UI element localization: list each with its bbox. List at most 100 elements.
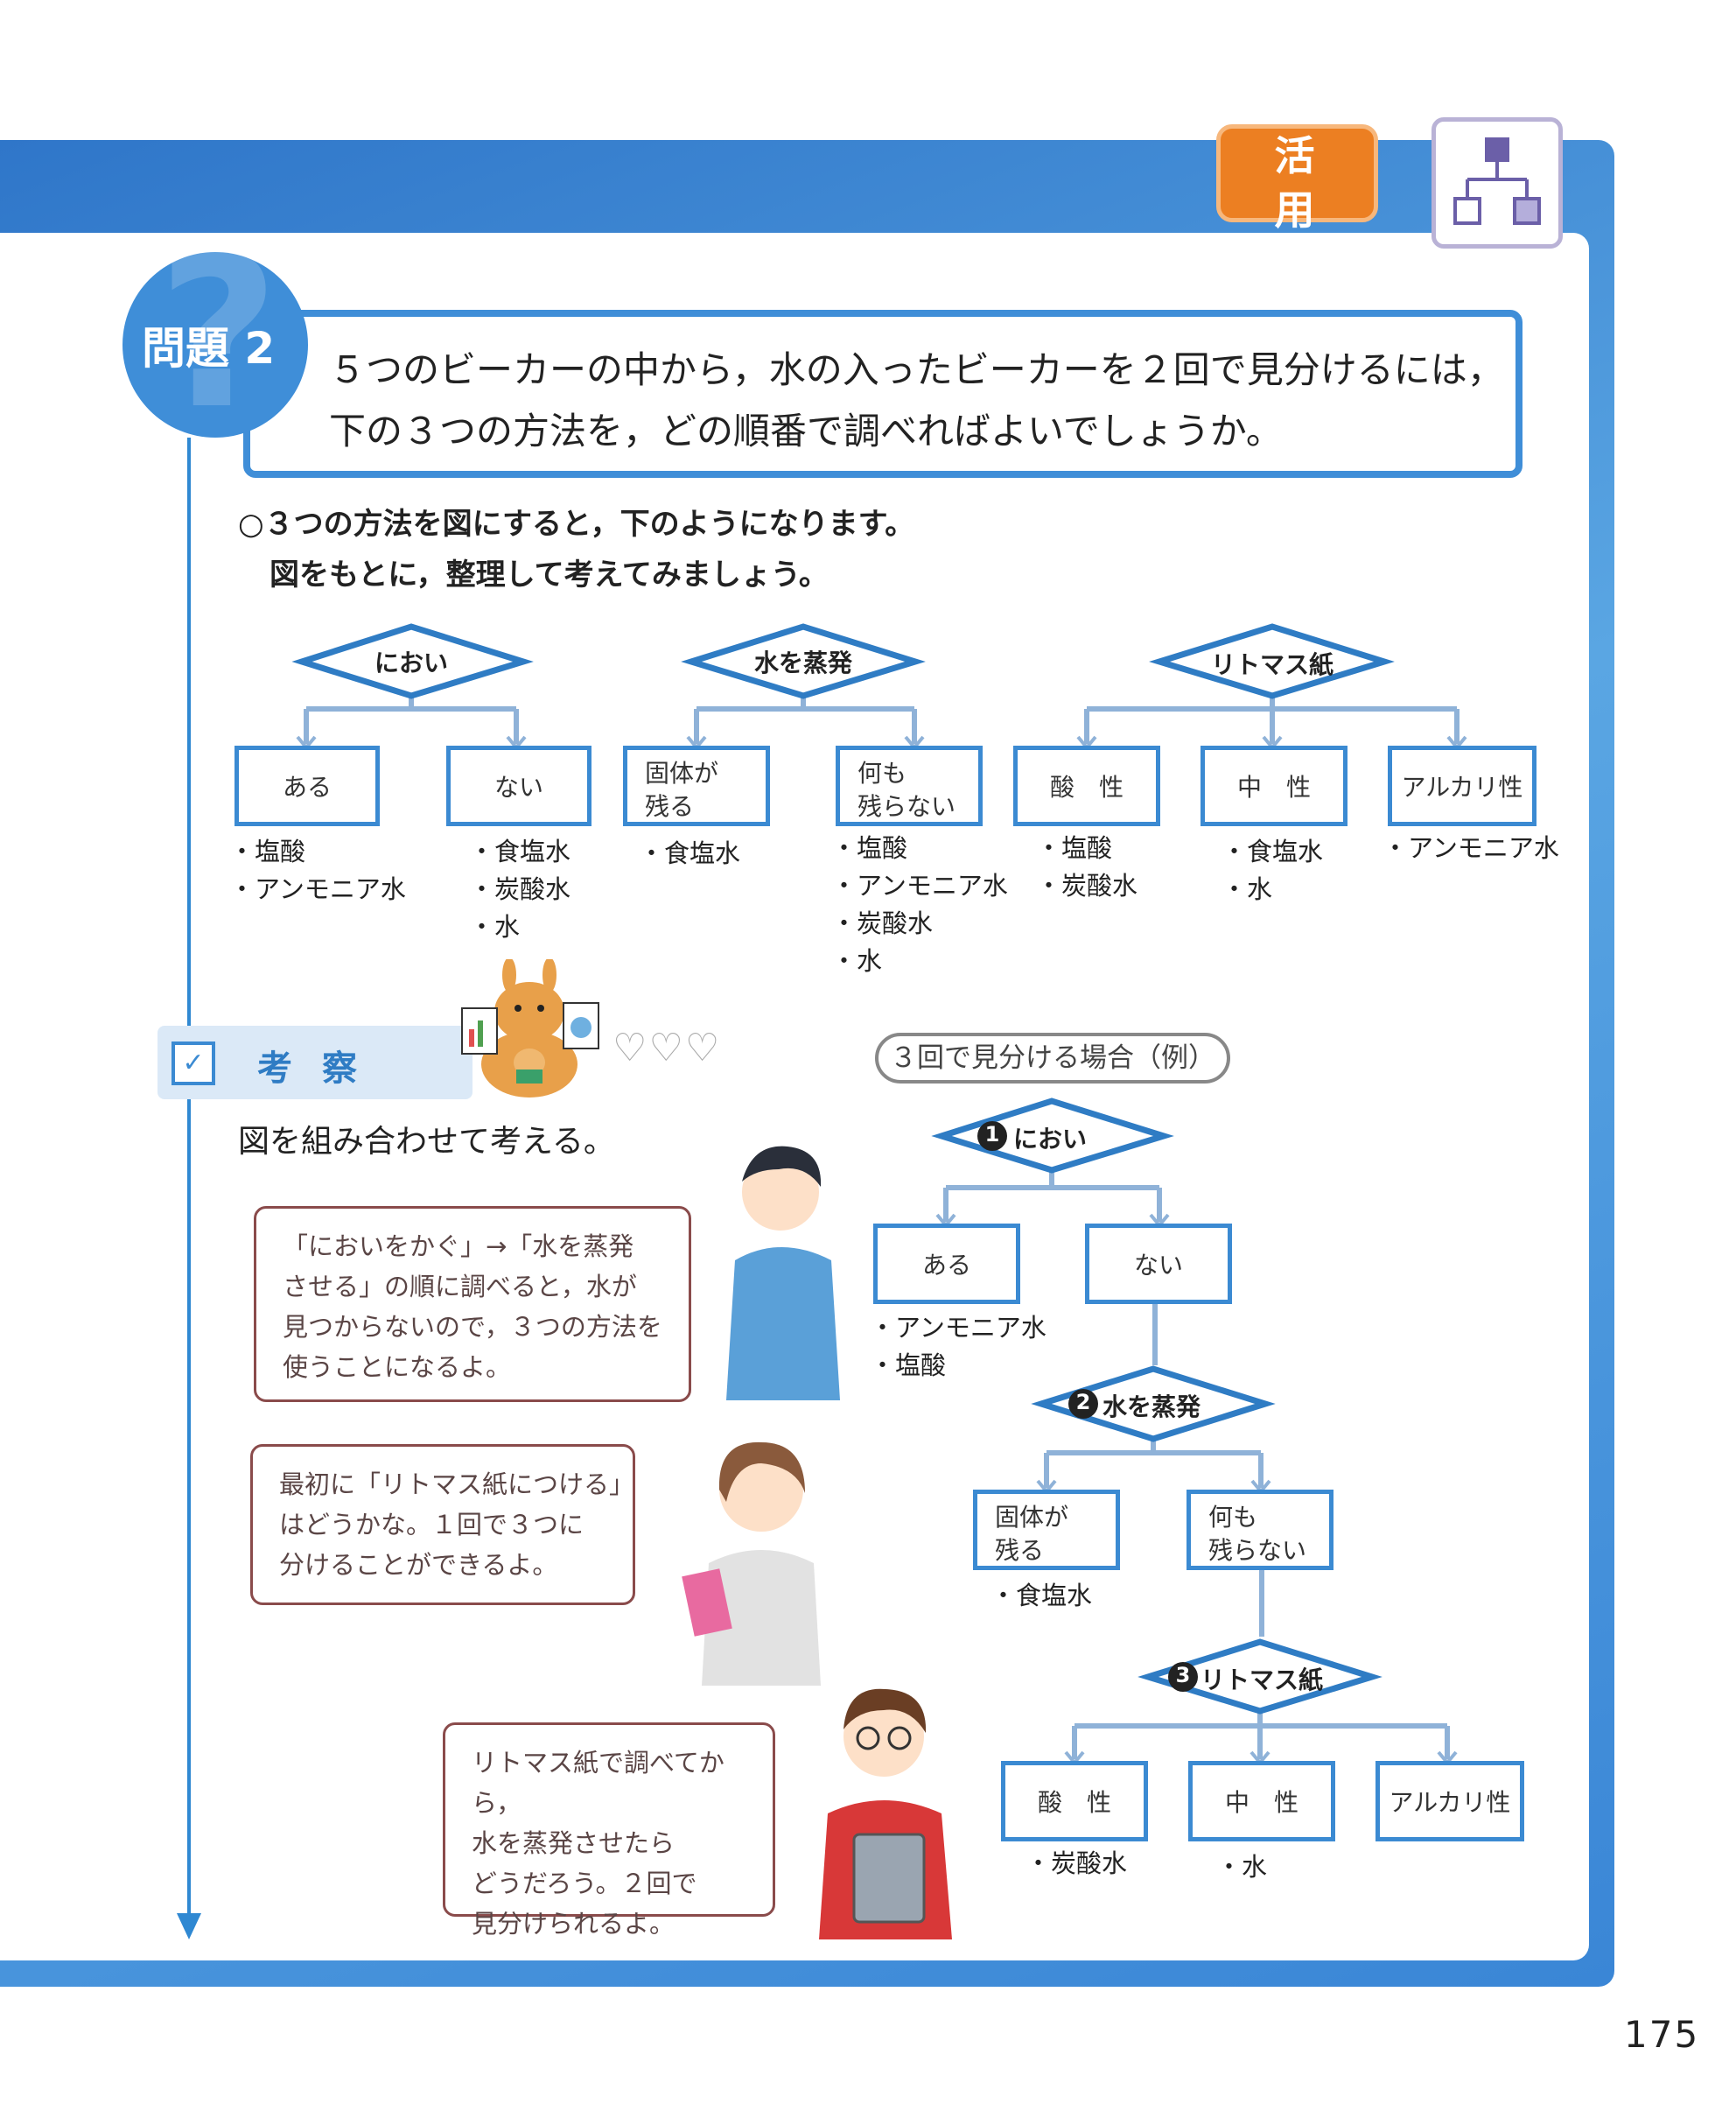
intro-text: ○３つの方法を図にすると，下のようになります。 図をもとに，整理して考えてみまし… <box>238 499 914 600</box>
speech-bubble-girl: 最初に「リトマス紙につける」 はどうかな。１回で３つに 分けることができるよ。 <box>250 1444 635 1605</box>
bubble-line: 使うことになるよ。 <box>283 1352 512 1382</box>
intro-line-1: ○３つの方法を図にすると，下のようになります。 <box>238 507 915 542</box>
litmus-alkali-box: アルカリ性 <box>1388 746 1536 826</box>
litmus-diamond <box>1149 623 1395 699</box>
bubble-line: 「においをかぐ」→「水を蒸発 <box>283 1231 634 1261</box>
problem-label: 問題 2 <box>142 323 276 374</box>
litmus-neutral-list: ・食塩水 ・水 <box>1222 833 1323 908</box>
list-item: ・炭酸水 <box>1036 871 1138 901</box>
smell-no-list: ・食塩水 ・炭酸水 ・水 <box>469 833 570 946</box>
example-yes-box: ある <box>873 1224 1020 1304</box>
list-item: ・アンモニア水 <box>831 871 1008 901</box>
example-solid-box: 固体が 残る <box>973 1490 1120 1570</box>
acid-label: 酸 性 <box>1049 773 1124 802</box>
list-item: ・塩酸 <box>831 833 908 863</box>
girl-character-icon <box>682 1441 821 1686</box>
problem-line-2: 下の３つの方法を，どの順番で調べればよいでしょうか。 <box>329 410 1283 452</box>
list-item: ・食塩水 <box>1222 837 1324 866</box>
list-item: ・炭酸水 <box>1026 1848 1128 1878</box>
page-number: 175 <box>1624 2013 1700 2056</box>
step-1-icon <box>977 1121 1007 1151</box>
solid-label-2: 残る <box>645 792 695 821</box>
ex-none-label-2: 残らない <box>1208 1536 1307 1565</box>
ex-solid-label-1: 固体が <box>995 1503 1069 1532</box>
list-item: ・水 <box>1222 874 1273 904</box>
list-item: ・塩酸 <box>229 837 306 866</box>
ex-alkali-label: アルカリ性 <box>1389 1788 1511 1817</box>
list-item: ・水 <box>831 946 883 976</box>
problem-badge: ? 問題 2 <box>122 228 308 438</box>
step-2-icon <box>1068 1389 1098 1419</box>
consider-instruction: 図を組み合わせて考える。 <box>238 1124 615 1160</box>
problem-line-1: ５つのビーカーの中から，水の入ったビーカーを２回で見分けるには， <box>329 348 1504 391</box>
evaporate-none-list: ・塩酸 ・アンモニア水 ・炭酸水 ・水 <box>831 830 1008 980</box>
smell-no-box: ない <box>446 746 592 826</box>
speech-bubble-boy1: 「においをかぐ」→「水を蒸発 させる」の順に調べると，水が 見つからないので，３… <box>254 1206 691 1402</box>
example-alkali-box: アルカリ性 <box>1376 1761 1524 1841</box>
bubble-line: させる」の順に調べると，水が <box>283 1272 637 1301</box>
difficulty-hearts: ♡♡♡ <box>612 1026 722 1070</box>
step-3-number: 3 <box>1175 1663 1191 1687</box>
badge-sub-label: 学びを生かそう <box>1245 238 1349 256</box>
evaporate-none-box: 何も 残らない <box>836 746 983 826</box>
none-label-1: 何も <box>858 759 907 788</box>
list-item: ・アンモニア水 <box>1382 833 1559 863</box>
intro-line-2: 図をもとに，整理して考えてみましょう。 <box>270 558 829 593</box>
katsuyo-badge: 活 用 学びを生かそう <box>1216 124 1378 256</box>
neutral-label: 中 性 <box>1236 773 1311 802</box>
bubble-line: 見分けられるよ。 <box>472 1909 676 1939</box>
solid-label-1: 固体が <box>645 759 719 788</box>
speech-bubble-boy2: リトマス紙で調べてから， 水を蒸発させたら どうだろう。２回で 見分けられるよ。 <box>443 1722 775 1939</box>
consider-title: 考察 <box>257 1048 387 1089</box>
alkali-label: アルカリ性 <box>1401 773 1523 802</box>
smell-yes-list: ・塩酸 ・アンモニア水 <box>229 833 406 908</box>
example-step2-title: 水を蒸発 <box>1102 1392 1201 1421</box>
smell-yes-label: ある <box>282 773 332 802</box>
example-no-box: ない <box>1085 1224 1232 1304</box>
bubble-line: 見つからないので，３つの方法を <box>283 1312 662 1342</box>
glasses-boy-character-icon <box>819 1688 952 1939</box>
example-step1-title: におい <box>1013 1125 1088 1154</box>
example-solid-list: ・食塩水 <box>990 1577 1092 1615</box>
example-neutral-box: 中 性 <box>1188 1761 1335 1841</box>
litmus-acid-box: 酸 性 <box>1013 746 1160 826</box>
example-step3-title: リトマス紙 <box>1200 1666 1324 1694</box>
list-item: ・食塩水 <box>469 837 571 866</box>
list-item: ・アンモニア水 <box>870 1313 1046 1343</box>
flow-arrow-icon <box>177 1913 201 1939</box>
litmus-title: リトマス紙 <box>1210 650 1334 679</box>
ex-none-label-1: 何も <box>1208 1503 1258 1532</box>
list-item: ・水 <box>469 912 521 942</box>
kangaroo-mascot-icon <box>461 959 599 1098</box>
ex-acid-label: 酸 性 <box>1037 1788 1111 1817</box>
litmus-acid-list: ・塩酸 ・炭酸水 <box>1036 830 1138 905</box>
flowchart-icon <box>1432 117 1563 249</box>
question-mark-icon: ? <box>158 210 280 455</box>
example-yes-list: ・アンモニア水 ・塩酸 <box>870 1309 1046 1385</box>
list-item: ・炭酸水 <box>469 874 571 904</box>
example-neutral-list: ・水 <box>1216 1848 1267 1886</box>
example-none-box: 何も 残らない <box>1186 1490 1334 1570</box>
list-item: ・食塩水 <box>990 1581 1093 1610</box>
example-no-label: ない <box>1133 1251 1183 1280</box>
bubble-line: 水を蒸発させたら <box>472 1828 676 1858</box>
evaporate-solid-box: 固体が 残る <box>623 746 770 826</box>
example-acid-list: ・炭酸水 <box>1026 1845 1127 1883</box>
ex-evaporate-diamond <box>1031 1365 1276 1442</box>
litmus-alkali-list: ・アンモニア水 <box>1382 830 1559 867</box>
ex-neutral-label: 中 性 <box>1224 1788 1298 1817</box>
bubble-line: はどうかな。１回で３つに <box>279 1510 584 1539</box>
problem-box: ５つのビーカーの中から，水の入ったビーカーを２回で見分けるには， 下の３つの方法… <box>243 310 1522 478</box>
list-item: ・塩酸 <box>1036 833 1113 863</box>
list-item: ・炭酸水 <box>831 908 934 938</box>
smell-no-label: ない <box>494 773 543 802</box>
checkbox-icon: ✓ <box>172 1041 215 1085</box>
list-item: ・水 <box>1216 1852 1268 1882</box>
boy-character-icon <box>726 1146 840 1400</box>
example-label: ３回で見分ける場合（例） <box>875 1033 1230 1084</box>
smell-title: におい <box>374 649 448 677</box>
example-acid-box: 酸 性 <box>1001 1761 1148 1841</box>
ex-smell-diamond <box>931 1098 1174 1174</box>
ex-solid-label-2: 残る <box>995 1536 1045 1565</box>
litmus-neutral-box: 中 性 <box>1200 746 1348 826</box>
